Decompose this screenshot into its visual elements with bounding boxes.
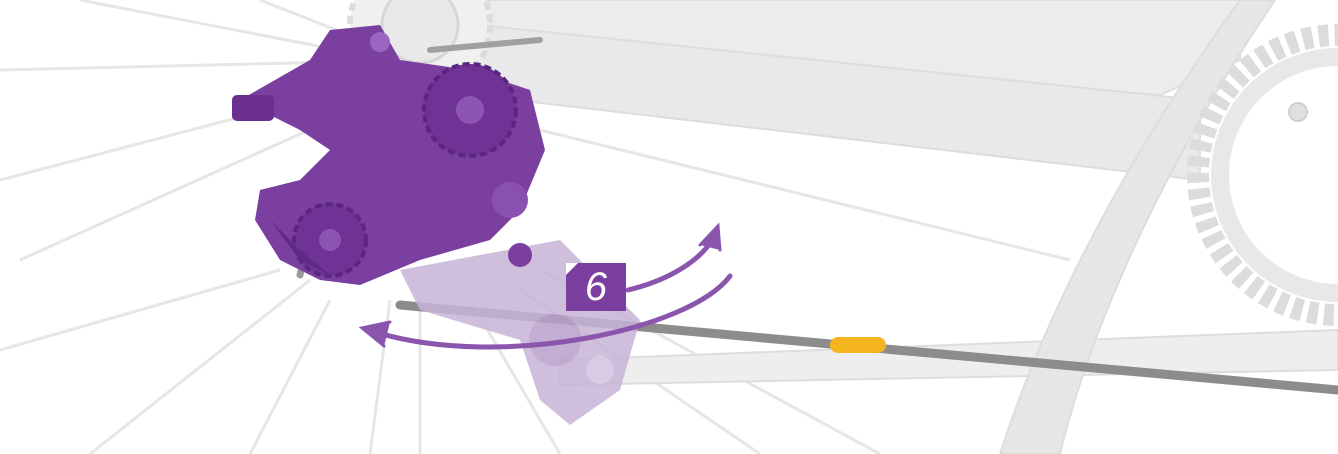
chain-marker: [830, 337, 886, 353]
step-number-badge: 6: [566, 263, 626, 311]
